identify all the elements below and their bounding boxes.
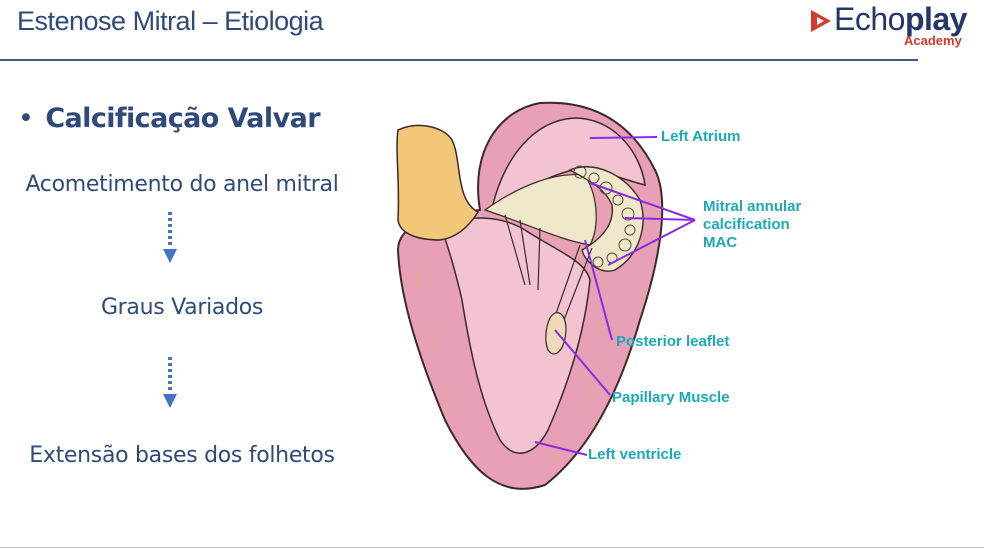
dotted-down-arrow-icon — [163, 212, 177, 263]
label-papillary-muscle: Papillary Muscle — [612, 389, 730, 406]
bullet-heading: • Calcificação Valvar — [18, 103, 321, 134]
heart-illustration — [396, 101, 664, 490]
flow-step-2: Graus Variados — [100, 295, 264, 320]
label-left-ventricle: Left ventricle — [588, 446, 682, 463]
slide-title: Estenose Mitral – Etiologia — [17, 6, 324, 36]
bullet-text: Calcificação Valvar — [45, 103, 320, 134]
dotted-down-arrow-icon — [163, 357, 177, 408]
label-left-atrium: Left Atrium — [661, 128, 741, 145]
logo-word-regular: Echo — [834, 1, 905, 37]
flow-step-1: Acometimento do anel mitral — [25, 172, 339, 197]
logo-subtitle: Academy — [904, 33, 962, 48]
label-mac-line1: Mitral annular — [703, 198, 802, 215]
bottom-divider — [0, 547, 984, 548]
logo-word-bold: play — [904, 1, 968, 37]
logo-wordmark: Echoplay — [834, 1, 967, 38]
flow-step-3: Extensão bases dos folhetos — [29, 443, 335, 468]
title-divider — [0, 59, 918, 61]
left-ventricle-cavity — [439, 217, 591, 454]
label-posterior-leaflet: Posterior leaflet — [616, 333, 730, 350]
bullet-marker: • — [18, 103, 34, 134]
echoplay-logo: Echoplay Academy — [808, 1, 978, 52]
label-mac-line2: calcification — [703, 216, 790, 233]
label-mac-line3: MAC — [703, 234, 738, 251]
aorta-shape — [396, 124, 480, 241]
play-icon — [811, 10, 831, 32]
